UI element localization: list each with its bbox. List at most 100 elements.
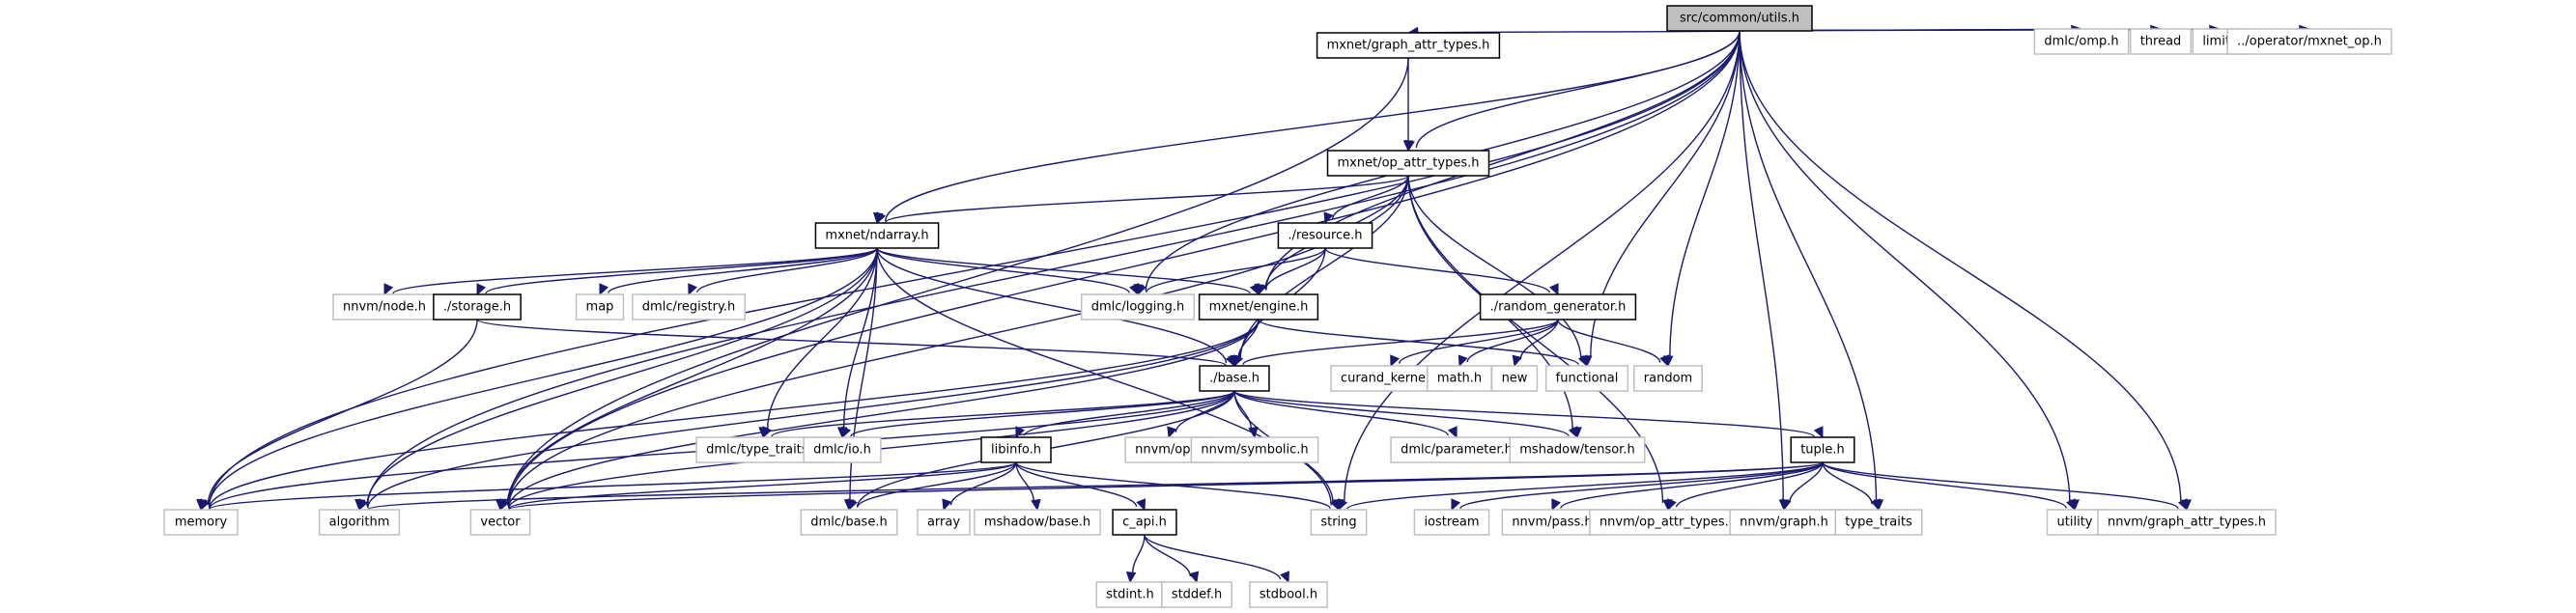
node-map: map: [575, 293, 625, 320]
node-dmlc-omp: dmlc/omp.h: [2033, 28, 2130, 55]
node-label: ../operator/mxnet_op.h: [2237, 35, 2382, 49]
node-label: ./storage.h: [443, 300, 511, 315]
arrowhead-icon: [1512, 354, 1522, 368]
edge-ndarray-to-map: [608, 247, 878, 294]
arrowhead-icon: [1870, 498, 1882, 512]
node-label: ./resource.h: [1288, 229, 1362, 243]
edge-engine-to-algorithm: [367, 319, 1260, 509]
node-string: string: [1310, 509, 1368, 536]
node-graph-attr-types[interactable]: mxnet/graph_attr_types.h: [1316, 32, 1501, 59]
node-random: random: [1633, 365, 1703, 392]
edge-op_attr_types-to-functional: [1407, 175, 1582, 360]
arrowhead-icon: [1548, 283, 1559, 296]
node-label: utility: [2057, 515, 2093, 530]
edge-libinfo-to-memory: [209, 461, 1017, 511]
node-label: c_api.h: [1122, 515, 1167, 530]
arrowhead-icon: [942, 498, 952, 512]
edge-libinfo-to-mshadow_base: [1015, 461, 1035, 502]
node-label: new: [1502, 372, 1528, 386]
node-random-generator[interactable]: ./random_generator.h: [1479, 293, 1637, 320]
arrowhead-icon: [1338, 498, 1348, 512]
arrowhead-icon: [688, 283, 697, 296]
edge-c_api-to-stdint: [1131, 534, 1146, 574]
node-stdint: stdint.h: [1095, 581, 1165, 608]
node-iostream: iostream: [1413, 509, 1490, 536]
edge-ndarray-to-storage: [485, 247, 878, 294]
edge-random_generator-to-random: [1557, 319, 1661, 363]
node-label: nnvm/op.h: [1135, 443, 1203, 458]
node-resource[interactable]: ./resource.h: [1277, 222, 1373, 249]
edge-ndarray-to-dmlc_base: [849, 247, 878, 502]
node-nnvm-graph-attr-types: nnvm/graph_attr_types.h: [2097, 509, 2277, 536]
edge-libinfo-to-c_api: [1015, 461, 1138, 508]
arrowhead-icon: [1568, 426, 1578, 439]
node-base[interactable]: ./base.h: [1199, 365, 1270, 392]
node-dmlc-parameter: dmlc/parameter.h: [1390, 436, 1523, 463]
edge-utils-to-utility: [1739, 30, 2071, 503]
edge-ndarray-to-base: [876, 247, 1228, 364]
arrowhead-icon: [1813, 426, 1824, 439]
node-label: dmlc/type_traits.h: [706, 443, 820, 458]
node-label: mxnet/graph_attr_types.h: [1327, 39, 1490, 53]
edge-libinfo-to-dmlc_base: [856, 461, 1017, 508]
node-mxnet-op: ../operator/mxnet_op.h: [2226, 28, 2392, 55]
node-engine[interactable]: mxnet/engine.h: [1198, 293, 1319, 320]
arrowhead-icon: [358, 498, 369, 512]
node-label: nnvm/graph_attr_types.h: [2108, 515, 2266, 530]
node-nnvm-symbolic: nnvm/symbolic.h: [1190, 436, 1319, 463]
arrowhead-icon: [1280, 571, 1289, 584]
node-label: nnvm/symbolic.h: [1201, 443, 1308, 458]
arrowhead-icon: [1659, 354, 1670, 368]
arrowhead-icon: [848, 498, 858, 512]
node-thread: thread: [2129, 28, 2193, 55]
node-storage[interactable]: ./storage.h: [433, 293, 522, 320]
node-label: nnvm/node.h: [343, 300, 426, 315]
edge-tuple-to-nnvm_graph: [1788, 461, 1824, 504]
node-stddef: stddef.h: [1161, 581, 1232, 608]
node-label: mshadow/base.h: [984, 515, 1090, 530]
node-label: algorithm: [329, 515, 390, 530]
edge-engine-to-vector: [508, 319, 1260, 508]
arrowhead-icon: [1257, 283, 1267, 296]
arrowhead-icon: [499, 498, 510, 512]
node-utils[interactable]: src/common/utils.h: [1666, 5, 1813, 32]
edge-resource-to-logging: [1146, 247, 1326, 293]
edge-random_generator-to-curand: [1398, 319, 1559, 364]
edge-random_generator-to-base: [1242, 319, 1559, 366]
node-label: stdint.h: [1106, 588, 1153, 602]
node-label: tuple.h: [1800, 443, 1845, 458]
node-op-attr-types[interactable]: mxnet/op_attr_types.h: [1326, 150, 1490, 177]
arrowhead-icon: [2177, 498, 2188, 512]
node-label: vector: [480, 515, 521, 530]
edge-utils-to-memory: [208, 30, 1741, 508]
node-nnvm-node: nnvm/node.h: [332, 293, 437, 320]
edge-base-to-mshadow_tensor: [1233, 390, 1570, 437]
edge-tuple-to-iostream: [1459, 461, 1824, 510]
node-type-traits: type_traits: [1834, 509, 1923, 536]
node-tuple[interactable]: tuple.h: [1790, 436, 1855, 463]
node-mshadow-base: mshadow/base.h: [974, 509, 1101, 536]
node-label: ./random_generator.h: [1490, 300, 1627, 315]
arrowhead-icon: [1031, 498, 1041, 512]
arrowhead-icon: [1458, 354, 1468, 368]
node-label: stddef.h: [1172, 588, 1222, 602]
node-label: dmlc/logging.h: [1091, 300, 1185, 315]
edge-engine-to-functional: [1258, 319, 1579, 366]
node-algorithm: algorithm: [318, 509, 401, 536]
edge-base-to-dmlc_parameter: [1233, 390, 1449, 436]
node-label: mxnet/ndarray.h: [825, 229, 928, 243]
node-ndarray[interactable]: mxnet/ndarray.h: [814, 222, 940, 249]
node-label: mxnet/engine.h: [1209, 300, 1309, 315]
arrowhead-icon: [1329, 498, 1340, 512]
edge-tuple-to-type_traits: [1822, 461, 1873, 505]
node-c-api[interactable]: c_api.h: [1112, 509, 1177, 536]
edge-resource-to-random_generator: [1324, 247, 1550, 293]
node-logging: dmlc/logging.h: [1080, 293, 1196, 320]
node-libinfo[interactable]: libinfo.h: [980, 436, 1052, 463]
arrowhead-icon: [1189, 571, 1200, 584]
arrowhead-icon: [841, 426, 852, 439]
arrowhead-icon: [876, 211, 887, 225]
node-label: string: [1320, 515, 1356, 530]
edge-utils-to-vector: [507, 30, 1741, 507]
